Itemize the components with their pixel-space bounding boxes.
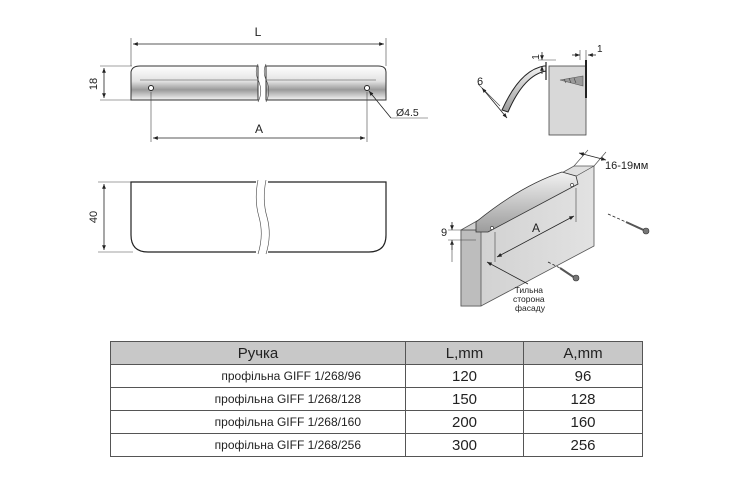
caption-line-1: Тильна xyxy=(515,285,544,295)
specification-table: Ручка L,mm A,mm профільна GIFF 1/268/96 … xyxy=(110,341,643,457)
length-label: L xyxy=(255,25,262,39)
row-spacing: 256 xyxy=(523,433,643,457)
row-length: 120 xyxy=(405,364,524,388)
plan-view: 40 xyxy=(88,178,387,256)
mounting-hole-left xyxy=(148,85,154,91)
row-name: профільна GIFF 1/268/96 xyxy=(110,364,406,388)
depth-label-40: 40 xyxy=(88,211,100,223)
flange-thickness-label: 1 xyxy=(597,44,603,55)
header-spacing: A,mm xyxy=(523,341,643,365)
row-spacing: 96 xyxy=(523,364,643,388)
caption-line-2: сторона xyxy=(513,294,545,304)
row-name: профільна GIFF 1/268/256 xyxy=(110,433,406,457)
lip-depth-label: 6 xyxy=(477,76,483,88)
profile-view: 1 1 6 xyxy=(477,44,603,136)
header-handle: Ручка xyxy=(110,341,406,365)
mount-spacing-label: A xyxy=(532,221,540,235)
table-row: профільна GIFF 1/268/96 120 96 xyxy=(110,364,643,388)
caption-line-3: фасаду xyxy=(515,303,546,313)
handle-bar-right xyxy=(265,65,387,101)
row-length: 200 xyxy=(405,410,524,434)
row-spacing: 160 xyxy=(523,410,643,434)
height-label-18: 18 xyxy=(88,78,100,90)
row-name: профільна GIFF 1/268/160 xyxy=(110,410,406,434)
technical-drawing: L 18 Ø4.5 A 40 xyxy=(88,25,650,313)
header-length: L,mm xyxy=(405,341,524,365)
table-row: профільна GIFF 1/268/256 300 256 xyxy=(110,433,643,457)
screw-icon-top xyxy=(607,213,650,235)
spacing-label: A xyxy=(255,122,263,136)
handle-plan-left xyxy=(130,181,259,253)
lip-thickness-label: 1 xyxy=(531,54,542,60)
row-length: 300 xyxy=(405,433,524,457)
table-row: профільна GIFF 1/268/128 150 128 xyxy=(110,387,643,411)
hole-diameter-label: Ø4.5 xyxy=(396,107,419,119)
row-length: 150 xyxy=(405,387,524,411)
handle-plan-right xyxy=(265,181,387,253)
table-header-row: Ручка L,mm A,mm xyxy=(110,341,643,365)
mounting-view: 16-19мм A 9 Тильна сторона фасаду xyxy=(441,149,650,313)
mounting-hole-right xyxy=(364,85,370,91)
row-spacing: 128 xyxy=(523,387,643,411)
screw-icon-bottom xyxy=(547,261,580,282)
table-row: профільна GIFF 1/268/160 200 160 xyxy=(110,410,643,434)
back-side-caption: Тильна сторона фасаду xyxy=(513,285,547,313)
handle-lip-profile xyxy=(501,65,547,113)
front-view: L 18 Ø4.5 A xyxy=(88,25,428,142)
panel-thickness-label: 16-19мм xyxy=(605,160,648,172)
row-name: профільна GIFF 1/268/128 xyxy=(110,387,406,411)
edge-offset-label: 9 xyxy=(441,227,447,239)
handle-bar-left xyxy=(130,65,259,101)
